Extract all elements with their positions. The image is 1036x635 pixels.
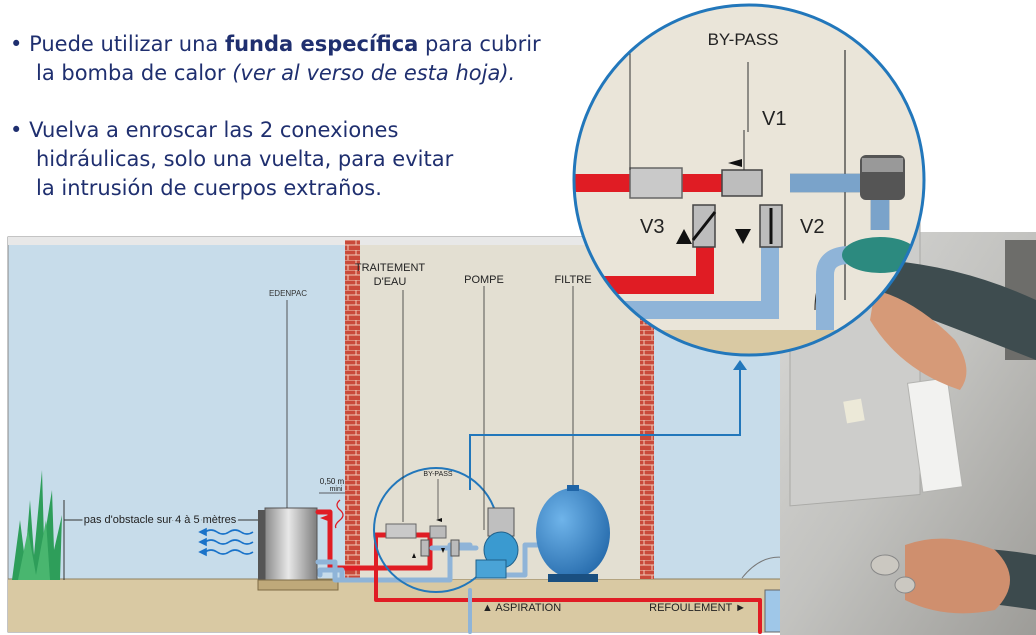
instruction-bullet-1: • Puede utilizar una funda específica pa… — [10, 30, 541, 88]
instruction-1-bold: funda específica — [224, 32, 419, 56]
obstacle-text: pas d'obstacle sur 4 à 5 mètres — [84, 514, 237, 526]
instruction-1-italic: (ver al verso de esta hoja). — [232, 61, 516, 85]
treatment-label-1: TRAITEMENT — [355, 262, 426, 274]
instruction-1-line-1: • Puede utilizar una funda específica pa… — [10, 32, 541, 56]
instruction-bullet-2: • Vuelva a enroscar las 2 conexiones hid… — [10, 116, 453, 203]
heat-pump-unit: EDENPAC — [257, 289, 339, 591]
clearance-sub: mini — [330, 486, 343, 493]
filter-label: FILTRE — [554, 274, 591, 286]
bypass-zoom-circle: BY-PASS V1 V2 V3 — [572, 3, 926, 357]
zoom-connector-arrow — [733, 360, 747, 370]
water-treatment: TRAITEMENT D'EAU — [355, 262, 426, 522]
refoulement-label: REFOULEMENT ► — [649, 602, 746, 614]
ground — [8, 579, 868, 632]
clearance-distance: 0,50 m mini — [319, 477, 345, 529]
brick-wall-left — [345, 240, 360, 579]
pump: POMPE — [464, 274, 519, 579]
zoom-bypass-label: BY-PASS — [708, 30, 779, 49]
top-border-strip — [8, 237, 868, 245]
treatment-label-2: D'EAU — [374, 276, 407, 288]
instruction-2-line-3: la intrusión de cuerpos extraños. — [36, 176, 382, 200]
zoom-v1-label: V1 — [762, 108, 786, 130]
filter-tank: FILTRE — [536, 274, 610, 582]
plant-illustration — [12, 470, 62, 580]
clearance-value: 0,50 m — [320, 477, 345, 486]
zoom-connector — [469, 365, 741, 490]
bypass-small-label: BY-PASS — [423, 471, 453, 478]
installation-photo — [780, 163, 1036, 635]
zoom-circle-outline — [572, 3, 926, 357]
pump-label: POMPE — [464, 274, 504, 286]
instruction-2-line-2: hidráulicas, solo una vuelta, para evita… — [36, 147, 454, 171]
edenpac-label: EDENPAC — [269, 289, 307, 298]
aspiration-label: ▲ ASPIRATION — [482, 602, 561, 614]
instruction-1-line-2: la bomba de calor (ver al verso de esta … — [36, 61, 516, 85]
instruction-2-line-1: • Vuelva a enroscar las 2 conexiones — [10, 118, 399, 142]
zoom-v3-label: V3 — [640, 216, 664, 238]
airflow-icon — [198, 527, 254, 557]
zoom-v2-label: V2 — [800, 216, 824, 238]
obstacle-clearance: pas d'obstacle sur 4 à 5 mètres — [63, 500, 258, 580]
